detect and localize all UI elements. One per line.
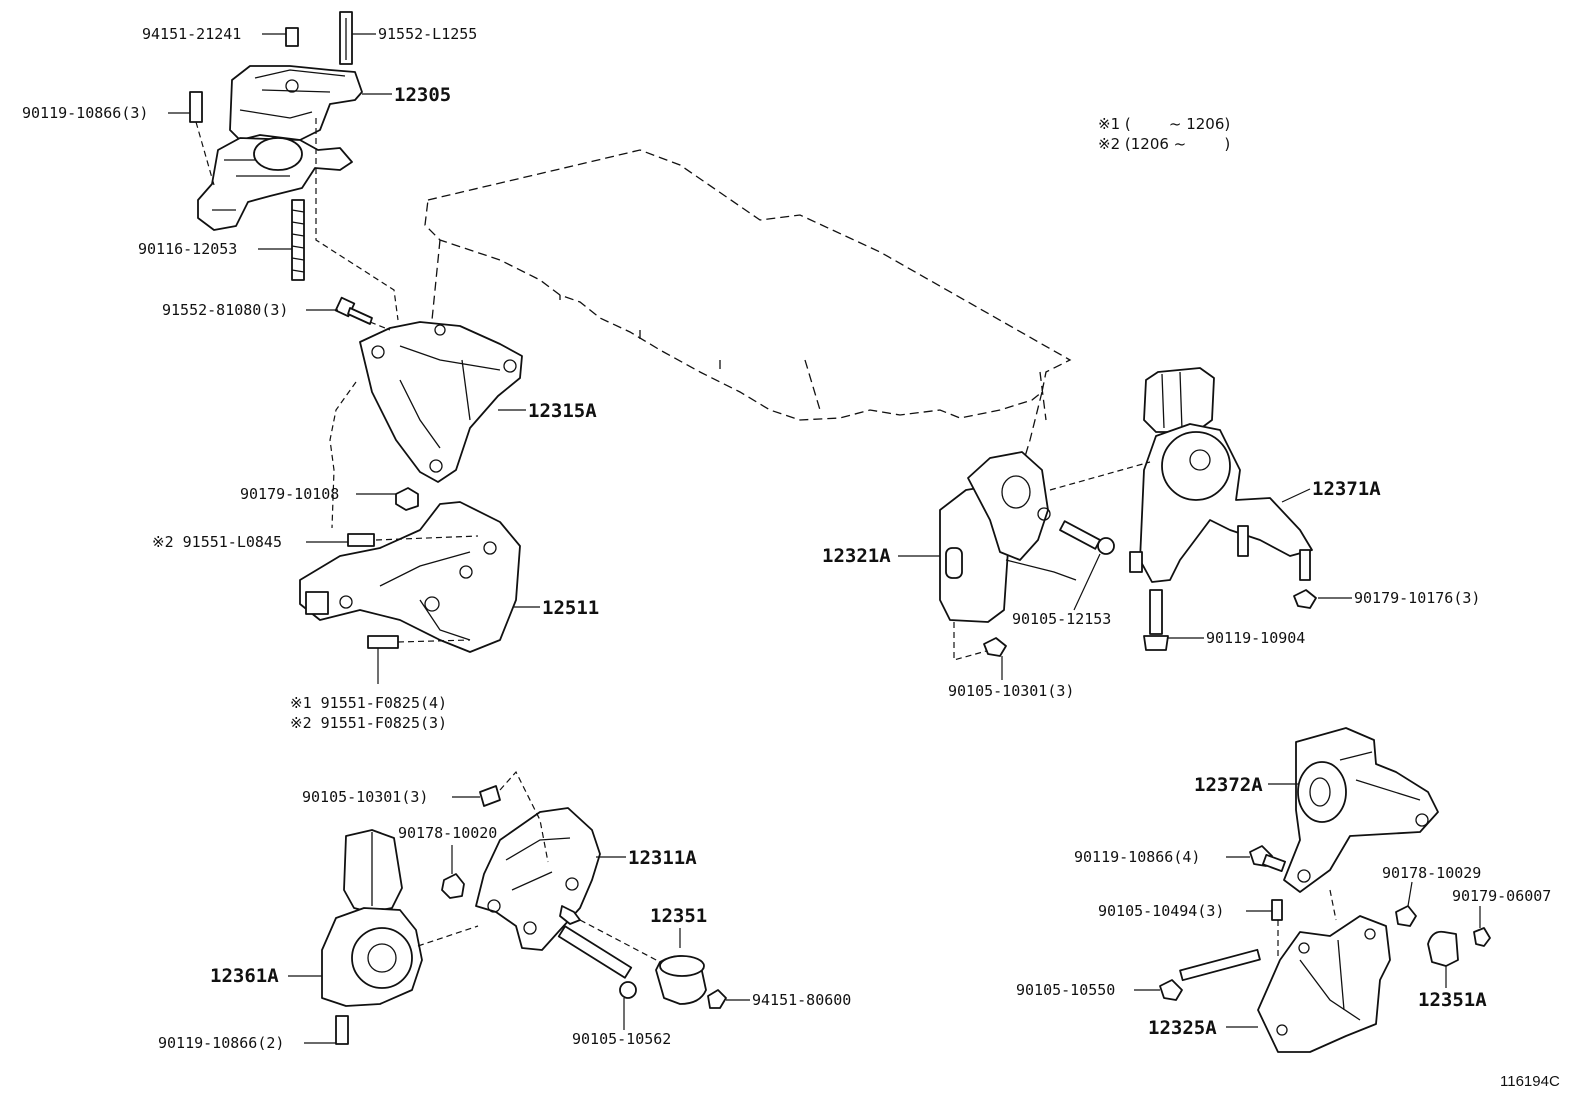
engine-outline: [417, 149, 1072, 481]
label-91552-81080-3: 91552-81080(3): [162, 301, 288, 319]
label-90178-10020: 90178-10020: [398, 824, 497, 842]
label-90119-10866-4: 90119-10866(4): [1074, 848, 1200, 866]
label-12325A: 12325A: [1148, 1017, 1217, 1039]
label-91551-F0825-4: ※1 91551-F0825(4): [290, 694, 447, 712]
label-90119-10866-2: 90119-10866(2): [158, 1034, 284, 1052]
label-90179-10176-3: 90179-10176(3): [1354, 589, 1480, 607]
mount-12305: [189, 11, 399, 321]
label-12372A: 12372A: [1194, 774, 1263, 796]
label-12361A: 12361A: [210, 965, 279, 987]
note-2: ※2 (1206 ~ ): [1098, 135, 1230, 153]
label-90105-10301-3-right: 90105-10301(3): [948, 682, 1074, 700]
note-1: ※1 ( ~ 1206): [1098, 115, 1230, 133]
label-90105-10494-3: 90105-10494(3): [1098, 902, 1224, 920]
label-91552-L1255: 91552-L1255: [378, 25, 477, 43]
label-12351: 12351: [650, 905, 707, 927]
label-91551-L0845: ※2 91551-L0845: [152, 533, 282, 551]
mount-12321A: [939, 451, 1115, 661]
label-90105-10550: 90105-10550: [1016, 981, 1115, 999]
nut-90179-10108: [395, 487, 419, 511]
label-90179-10108: 90179-10108: [240, 485, 339, 503]
label-94151-80600: 94151-80600: [752, 991, 851, 1009]
label-90119-10904: 90119-10904: [1206, 629, 1305, 647]
label-94151-21241: 94151-21241: [142, 25, 241, 43]
label-91551-F0825-3: ※2 91551-F0825(3): [290, 714, 447, 732]
bushing-12351: [655, 955, 727, 1009]
figure-id: 116194C: [1500, 1073, 1560, 1090]
mount-12371A: [1049, 367, 1317, 651]
label-12305: 12305: [394, 84, 451, 106]
mount-12361A: [321, 829, 479, 1045]
label-90178-10029: 90178-10029: [1382, 864, 1481, 882]
part-labels: 94151-21241 91552-L1255 90119-10866(3) 1…: [22, 25, 1551, 1052]
label-12315A: 12315A: [528, 400, 597, 422]
label-90179-06007: 90179-06007: [1452, 887, 1551, 905]
bracket-12511: [299, 501, 521, 653]
label-90119-10866-3: 90119-10866(3): [22, 104, 148, 122]
bracket-12315A: [329, 296, 523, 529]
label-90105-10562: 90105-10562: [572, 1030, 671, 1048]
label-12311A: 12311A: [628, 847, 697, 869]
label-12371A: 12371A: [1312, 478, 1381, 500]
label-90105-12153: 90105-12153: [1012, 610, 1111, 628]
bracket-12325A: [1159, 889, 1491, 1053]
label-12511: 12511: [542, 597, 599, 619]
label-12321A: 12321A: [822, 545, 891, 567]
label-90116-12053: 90116-12053: [138, 240, 237, 258]
mount-12372A: [1249, 727, 1439, 893]
bracket-12311A: [441, 770, 661, 999]
legend-notes: ※1 ( ~ 1206) ※2 (1206 ~ ): [1098, 115, 1230, 153]
leader-lines: [168, 33, 1481, 1044]
label-12351A: 12351A: [1418, 989, 1487, 1011]
label-90105-10301-3-left: 90105-10301(3): [302, 788, 428, 806]
